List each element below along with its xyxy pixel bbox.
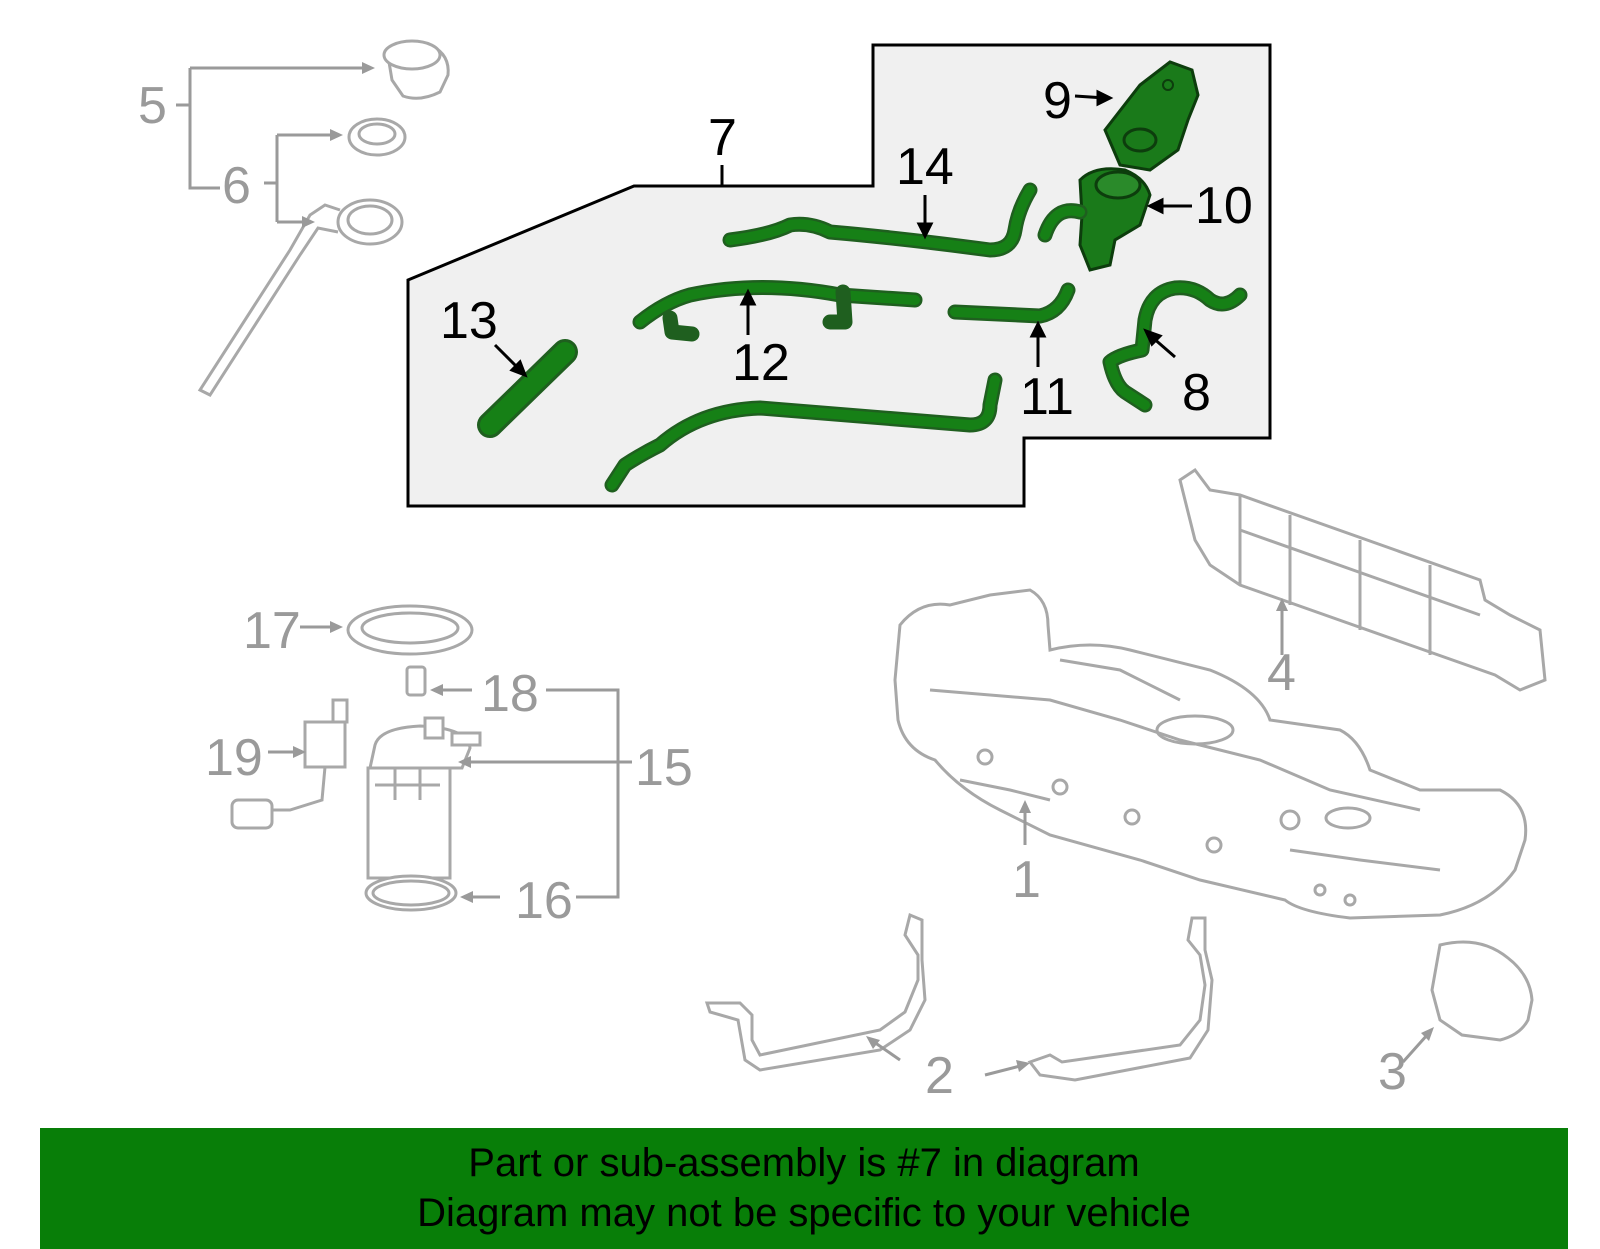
callout-1: 1 — [1012, 851, 1041, 909]
hose-part-11 — [947, 282, 1076, 324]
callout-13: 13 — [440, 292, 498, 350]
level-sender-part-19 — [230, 698, 349, 830]
bracket-part-9 — [1103, 60, 1200, 172]
callout-11: 11 — [1020, 368, 1074, 426]
grey-arrows-pump — [268, 621, 632, 903]
filler-housing-part-10 — [1037, 167, 1152, 272]
callout-7: 7 — [708, 109, 737, 167]
callout-9: 9 — [1043, 72, 1072, 130]
hose-part-12 — [632, 280, 923, 342]
black-arrows — [493, 89, 1192, 378]
hose-part-14 — [722, 182, 1038, 258]
callout-19: 19 — [205, 729, 263, 787]
bracket-5-6 — [176, 62, 375, 228]
panel-part-4 — [1178, 467, 1547, 692]
banner-line-1: Part or sub-assembly is #7 in diagram — [468, 1141, 1140, 1185]
banner-line-2: Diagram may not be specific to your vehi… — [417, 1191, 1191, 1235]
callout-2: 2 — [925, 1047, 954, 1105]
filler-pipe-part-6 — [197, 198, 404, 397]
gasket-part-6 — [347, 117, 407, 157]
callout-5: 5 — [138, 77, 167, 135]
callout-16: 16 — [515, 872, 573, 930]
callout-17: 17 — [243, 602, 301, 660]
callout-14: 14 — [896, 138, 954, 196]
info-banner: Part or sub-assembly is #7 in diagram Di… — [40, 1128, 1568, 1249]
hose-part-8 — [1102, 280, 1248, 413]
grey-arrows-tank — [866, 598, 1434, 1077]
callout-10: 10 — [1195, 177, 1253, 235]
subassembly-box — [406, 43, 1272, 508]
fuel-cap-part-5 — [382, 39, 450, 100]
callout-18: 18 — [481, 665, 539, 723]
pump-module-part-15 — [366, 716, 482, 880]
hose-part-13 — [477, 339, 578, 438]
sensor-part-18 — [405, 665, 427, 697]
strap-part-2-left — [704, 912, 927, 1072]
hose-lower-long — [604, 372, 1003, 493]
shield-part-3 — [1430, 940, 1534, 1042]
fuel-tank-part-1 — [893, 588, 1528, 920]
callout-12: 12 — [732, 334, 790, 392]
strap-part-2-right — [1027, 916, 1214, 1082]
callout-15: 15 — [635, 739, 693, 797]
callout-8: 8 — [1182, 364, 1211, 422]
callout-4: 4 — [1267, 644, 1296, 702]
callout-3: 3 — [1378, 1043, 1407, 1101]
callout-6: 6 — [222, 157, 251, 215]
seal-part-17 — [346, 604, 474, 656]
oring-part-16 — [364, 874, 458, 912]
